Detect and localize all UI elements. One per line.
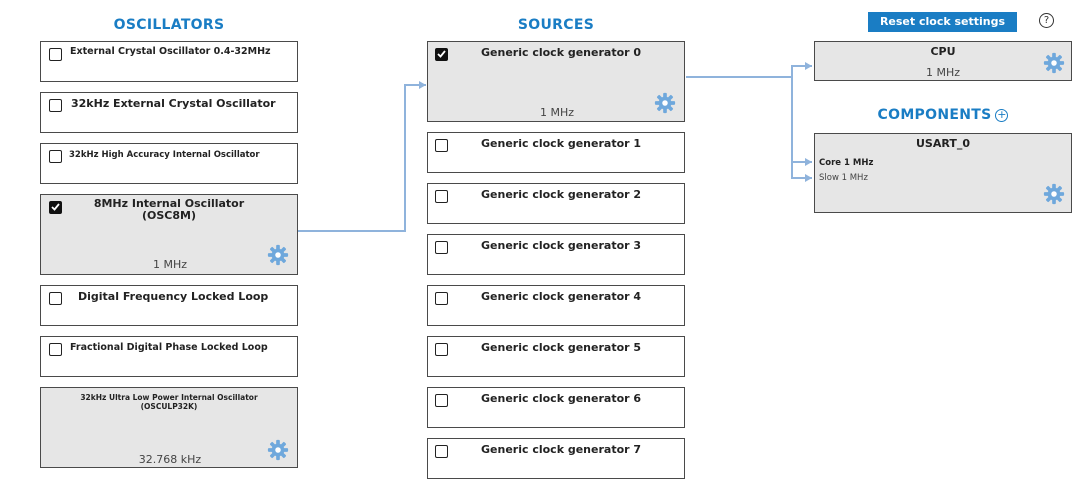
source-gclk-2[interactable]: Generic clock generator 2 — [427, 183, 685, 224]
oscillator-external-crystal-32mhz[interactable]: External Crystal Oscillator 0.4-32MHz — [40, 41, 298, 82]
cpu-label: CPU — [930, 45, 956, 58]
cpu-frequency: 1 MHz — [925, 66, 961, 79]
wire-osc8m-to-gclk0 — [298, 84, 426, 232]
gear-icon[interactable] — [1043, 183, 1065, 205]
source-gclk-3[interactable]: Generic clock generator 3 — [427, 234, 685, 275]
source-checkbox[interactable] — [435, 445, 448, 458]
component-clock-core: Core 1 MHz — [819, 158, 874, 168]
source-label: Generic clock generator 6 — [481, 392, 642, 405]
oscillator-osculp32k[interactable]: 32kHz Ultra Low Power Internal Oscillato… — [40, 387, 298, 468]
component-clock-slow: Slow 1 MHz — [819, 173, 868, 183]
add-component-plus-circle-icon[interactable]: + — [995, 108, 1009, 122]
source-gclk-1[interactable]: Generic clock generator 1 — [427, 132, 685, 173]
component-label: USART_0 — [915, 137, 970, 150]
source-checkbox[interactable] — [435, 241, 448, 254]
source-label: Generic clock generator 2 — [481, 188, 642, 201]
oscillator-checkbox[interactable] — [49, 48, 62, 61]
checkmark-icon — [51, 203, 60, 211]
component-usart-0[interactable]: USART_0 Core 1 MHz Slow 1 MHz — [814, 133, 1072, 213]
source-frequency: 1 MHz — [539, 106, 575, 119]
oscillator-frequency: 32.768 kHz — [138, 453, 202, 466]
oscillator-label: External Crystal Oscillator 0.4-32MHz — [70, 46, 271, 57]
source-gclk-6[interactable]: Generic clock generator 6 — [427, 387, 685, 428]
source-label: Generic clock generator 1 — [481, 137, 642, 150]
wire-gclk0-to-cpu — [686, 65, 812, 78]
oscillator-sublabel: (OSCULP32K) — [140, 402, 198, 411]
oscillator-dfll[interactable]: Digital Frequency Locked Loop — [40, 285, 298, 326]
oscillator-label: Fractional Digital Phase Locked Loop — [70, 342, 268, 353]
source-checkbox[interactable] — [435, 343, 448, 356]
wire-arrow-gclk0 — [419, 81, 426, 89]
oscillator-fdpll[interactable]: Fractional Digital Phase Locked Loop — [40, 336, 298, 377]
oscillator-checkbox[interactable] — [49, 201, 62, 214]
source-label: Generic clock generator 4 — [481, 290, 642, 303]
components-header: COMPONENTS+ — [814, 107, 1072, 123]
checkmark-icon — [437, 50, 446, 58]
oscillator-label: 32kHz Ultra Low Power Internal Oscillato… — [80, 393, 258, 402]
source-checkbox[interactable] — [435, 394, 448, 407]
oscillator-frequency: 1 MHz — [152, 258, 188, 271]
source-checkbox[interactable] — [435, 190, 448, 203]
reset-clock-settings-button[interactable]: Reset clock settings — [868, 12, 1017, 32]
source-gclk-4[interactable]: Generic clock generator 4 — [427, 285, 685, 326]
oscillator-sublabel: (OSC8M) — [141, 209, 196, 222]
oscillator-32khz-high-accuracy-internal[interactable]: 32kHz High Accuracy Internal Oscillator — [40, 143, 298, 184]
cpu-clock-box[interactable]: CPU 1 MHz — [814, 41, 1072, 81]
oscillator-checkbox[interactable] — [49, 292, 62, 305]
oscillator-label: Digital Frequency Locked Loop — [78, 290, 269, 303]
oscillator-checkbox[interactable] — [49, 343, 62, 356]
gear-icon[interactable] — [1043, 52, 1065, 74]
source-label: Generic clock generator 3 — [481, 239, 642, 252]
source-gclk-5[interactable]: Generic clock generator 5 — [427, 336, 685, 377]
wire-arrow-usart-core — [805, 158, 812, 166]
source-label: Generic clock generator 7 — [481, 443, 642, 456]
oscillator-checkbox[interactable] — [49, 99, 62, 112]
source-checkbox[interactable] — [435, 139, 448, 152]
oscillators-header: OSCILLATORS — [113, 17, 225, 33]
wire-arrow-cpu — [805, 62, 812, 70]
oscillator-label: 32kHz High Accuracy Internal Oscillator — [69, 150, 260, 160]
gear-icon[interactable] — [267, 244, 289, 266]
wire-arrow-usart-slow — [805, 174, 812, 182]
gear-icon[interactable] — [267, 439, 289, 461]
oscillator-label: 32kHz External Crystal Oscillator — [71, 97, 276, 110]
source-label: Generic clock generator 0 — [481, 46, 642, 59]
oscillator-32khz-external-crystal[interactable]: 32kHz External Crystal Oscillator — [40, 92, 298, 133]
components-header-label: COMPONENTS — [877, 107, 992, 123]
oscillator-checkbox[interactable] — [49, 150, 62, 163]
source-gclk-0[interactable]: Generic clock generator 0 1 MHz — [427, 41, 685, 122]
source-checkbox[interactable] — [435, 48, 448, 61]
sources-header: SOURCES — [517, 17, 595, 33]
source-gclk-7[interactable]: Generic clock generator 7 — [427, 438, 685, 479]
oscillator-8mhz-internal[interactable]: 8MHz Internal Oscillator (OSC8M) 1 MHz — [40, 194, 298, 275]
oscillator-label: 8MHz Internal Oscillator — [93, 197, 245, 210]
gear-icon[interactable] — [654, 92, 676, 114]
source-label: Generic clock generator 5 — [481, 341, 642, 354]
source-checkbox[interactable] — [435, 292, 448, 305]
help-question-circle-icon[interactable]: ? — [1039, 13, 1054, 28]
